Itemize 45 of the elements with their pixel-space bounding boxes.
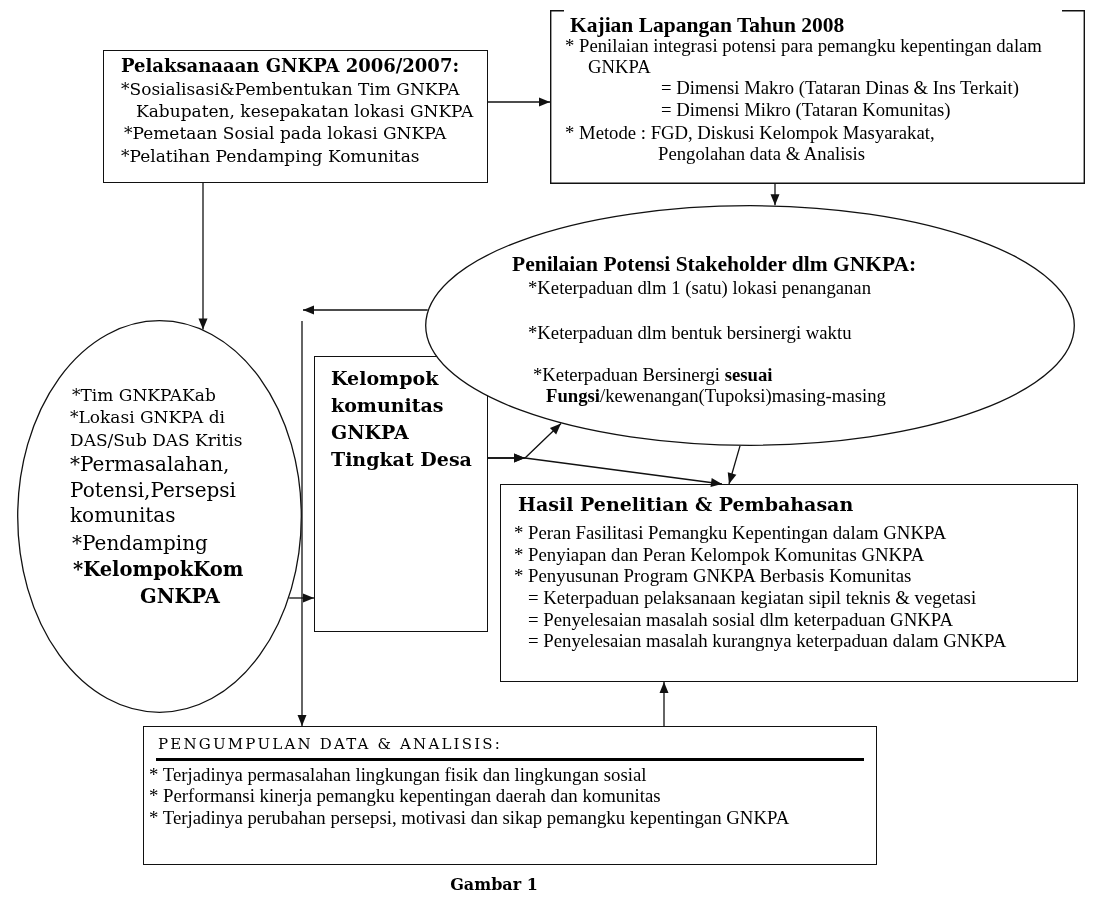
bullet-text: *Sosialisasi&Pembentukan Tim GNKPA Kabupaten, kesepakatan lokasi GNKPA [121,78,475,122]
bullet-text: *Permasalahan, Potensi,Persepsi komunitas [70,452,237,529]
bullet-text: *KelompokKom GNKPA [73,557,245,610]
box-heading: Kajian Lapangan Tahun 2008 [570,13,846,37]
bullet-text: = Dimensi Makro (Tataran Dinas & Ins Terkait) [661,77,1020,98]
bullet-text: = Penyelesaian masalah kurangnya keterpaduan dalam GNKPA [528,630,1008,652]
box-heading: PENGUMPULAN DATA & ANALISIS: [158,734,504,754]
bullet-text: *Pemetaan Sosial pada lokasi GNKPA [124,122,448,144]
process-box [500,484,1078,682]
bullet-text: * Performansi kinerja pemangku kepentingan daerah dan komunitas [149,785,662,807]
arrow [487,97,551,107]
bullet-text: *Tim GNKPAKab [72,384,217,406]
process-box [103,50,488,183]
bullet-text: * Terjadinya permasalahan lingkungan fisik dan lingkungan sosial [149,763,648,785]
arrow [288,593,315,603]
ellipse-node [17,320,302,713]
process-box [143,726,877,865]
arrow [727,445,741,485]
bullet-text: *Lokasi GNKPA di DAS/Sub DAS Kritis [70,406,244,452]
arrow [297,320,307,727]
bullet-text: *Keterpaduan Bersinergi sesuai Fungsi/kewenangan(Tupoksi)masing-masing [533,364,887,406]
bullet-text: *Keterpaduan dlm 1 (satu) lokasi penanganan [528,277,872,298]
box-heading: Pelaksanaaan GNKPA 2006/2007: [121,55,461,77]
arrow [770,183,780,206]
oval-heading: Penilaian Potensi Stakeholder dlm GNKPA: [512,252,918,276]
bullet-text: = Dimensi Mikro (Tataran Komunitas) [661,99,952,120]
arrow [659,681,669,727]
bullet-text: * Penyiapan dan Peran Kelompok Komunitas GNKPA [514,543,926,565]
bullet-text: * Penyusunan Program GNKPA Berbasis Komunitas [514,565,913,587]
bullet-text: *Pelatihan Pendamping Komunitas [121,145,421,167]
bullet-text: * Terjadinya perubahan persepsi, motivasi dan sikap pemangku kepentingan GNKPA [149,806,791,828]
bullet-text: *Keterpaduan dlm bentuk bersinergi waktu [528,322,853,343]
arrow [487,453,723,487]
bullet-text: * Metode : FGD, Diskusi Kelompok Masyarakat, Pengolahan data & Analisis [565,122,936,164]
bullet-text: = Keterpaduan pelaksanaan kegiatan sipil teknis & vegetasi [528,587,978,609]
arrow [198,182,208,331]
box-heading: Hasil Penelitian & Pembahasan [518,493,855,515]
arrow [302,305,429,315]
process-box [314,356,488,632]
box-label: Kelompok komunitas GNKPA Tingkat Desa [331,366,473,472]
bullet-text: *Pendamping [72,530,209,556]
bullet-text: = Penyelesaian masalah sosial dlm keterpaduan GNKPA [528,608,955,630]
figure-caption: Gambar 1 [449,875,539,895]
bullet-text: * Peran Fasilitasi Pemangku Kepentingan dalam GNKPA [514,522,948,544]
process-box [550,10,1085,184]
